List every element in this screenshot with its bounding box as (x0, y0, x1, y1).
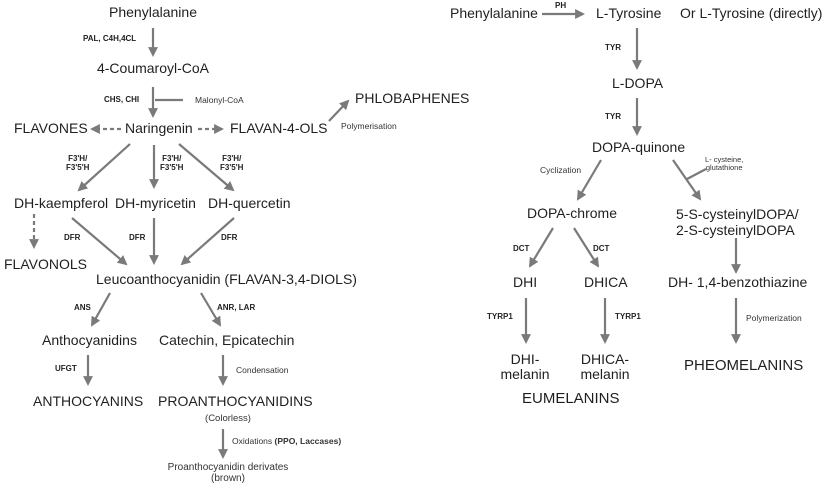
node-dopa-chrome: DOPA-chrome (527, 205, 617, 221)
arrow-dh-kaempferol-to-leuco (71, 217, 128, 266)
substrate-malonyl-coa: Malonyl-CoA (195, 95, 244, 105)
node-eumelanins: EUMELANINS (522, 390, 620, 407)
arrow-dopaquinone-to-dopachrome (576, 159, 602, 201)
node-anthocyanidins: Anthocyanidins (42, 332, 137, 348)
node-flavan-4-ols: FLAVAN-4-OLS (230, 120, 328, 136)
node-flavones: FLAVONES (14, 120, 88, 136)
enzyme-f3h-left: F3'H/ F3'5'H (66, 154, 90, 172)
enzyme-ufgt: UFGT (55, 364, 77, 373)
arrow-dopaquinone-to-cysteinyldopa (672, 159, 702, 201)
enzyme-f3h-right: F3'H/ F3'5'H (220, 154, 244, 172)
enzyme-ph: PH (555, 1, 567, 10)
node-dhica-melanin: DHICA- melanin (580, 351, 630, 383)
enzyme-dfr-mid: DFR (129, 233, 146, 242)
node-proanthocyanidin-derivates: Proanthocyanidin derivates (brown) (167, 462, 289, 484)
enzyme-anr-lar: ANR, LAR (217, 303, 256, 312)
node-dh-kaempferol: DH-kaempferol (14, 195, 109, 211)
node-l-tyrosine: L-Tyrosine (596, 5, 662, 21)
enzyme-f3h-mid: F3'H/ F3'5'H (160, 154, 184, 172)
node-naringenin: Naringenin (125, 120, 193, 136)
node-dh-quercetin: DH-quercetin (208, 195, 291, 211)
process-condensation: Condensation (236, 365, 289, 375)
note-colorless: (Colorless) (205, 413, 251, 424)
oxidations-enzymes: (PPO, Laccases) (274, 436, 342, 446)
node-catechin-epicatechin: Catechin, Epicatechin (159, 332, 295, 348)
node-dopa-quinone: DOPA-quinone (592, 139, 686, 155)
node-dhica: DHICA (584, 274, 628, 290)
process-cyclization: Cyclization (540, 165, 582, 175)
process-polymerization: Polymerization (746, 313, 802, 323)
node-4-coumaroyl-coa: 4-Coumaroyl-CoA (96, 60, 210, 76)
oxidations-label: Oxidations (232, 436, 275, 446)
arrow-dopachrome-to-dhi (528, 227, 554, 268)
node-dhi: DHI (513, 274, 538, 290)
enzyme-ans: ANS (74, 303, 91, 312)
enzyme-tyrp1-left: TYRP1 (487, 312, 513, 321)
arrow-leuco-to-anthocyanidins (91, 292, 111, 327)
enzyme-pal-c4h-4cl: PAL, C4H,4CL (83, 34, 137, 43)
enzyme-chs-chi: CHS, CHI (104, 95, 140, 104)
node-leucoanthocyanidin: Leucoanthocyanidin (FLAVAN-3,4-DIOLS) (96, 271, 357, 287)
node-l-dopa: L-DOPA (612, 75, 664, 91)
arrow-dh-quercetin-to-leuco (180, 217, 235, 266)
arrow-naringenin-to-dh-kaempferol (77, 143, 131, 192)
arrow-naringenin-to-dh-quercetin (178, 143, 235, 192)
node-phenylalanine: Phenylalanine (109, 4, 197, 20)
enzyme-tyr-2: TYR (605, 112, 621, 121)
node-proanthocyanidins: PROANTHOCYANIDINS (158, 393, 313, 409)
node-cysteinyldopa: 5-S-cysteinylDOPA/ 2-S-cysteinylDOPA (676, 206, 799, 239)
arrow-leuco-to-catechin (200, 292, 222, 327)
node-phenylalanine-melanin: Phenylalanine (450, 5, 538, 21)
process-polymerisation: Polymerisation (341, 121, 397, 131)
enzyme-dfr-right: DFR (221, 233, 238, 242)
node-dh-benzothiazine: DH- 1,4-benzothiazine (668, 274, 808, 290)
note-or-l-tyrosine-directly: Or L-Tyrosine (directly) (680, 5, 823, 21)
node-dh-myricetin: DH-myricetin (115, 195, 196, 211)
cysteine-branch-line (686, 168, 707, 180)
node-pheomelanins: PHEOMELANINS (684, 357, 804, 374)
substrate-cysteine-glutathione: L- cysteine, glutathione (705, 155, 744, 173)
enzyme-tyrp1-right: TYRP1 (615, 312, 641, 321)
arrow-flavan4ols-to-phlobaphenes (328, 99, 350, 122)
node-dhi-melanin: DHI- melanin (500, 351, 550, 383)
enzyme-dct-right: DCT (593, 244, 610, 253)
enzyme-tyr-1: TYR (605, 43, 621, 52)
enzyme-dfr-left: DFR (64, 233, 81, 242)
process-oxidations: Oxidations (PPO, Laccases) (232, 436, 342, 446)
node-flavonols: FLAVONOLS (4, 256, 87, 272)
arrow-dopachrome-to-dhica (573, 227, 600, 268)
node-phlobaphenes: PHLOBAPHENES (355, 90, 470, 106)
enzyme-dct-left: DCT (513, 244, 530, 253)
node-anthocyanins: ANTHOCYANINS (33, 393, 144, 409)
